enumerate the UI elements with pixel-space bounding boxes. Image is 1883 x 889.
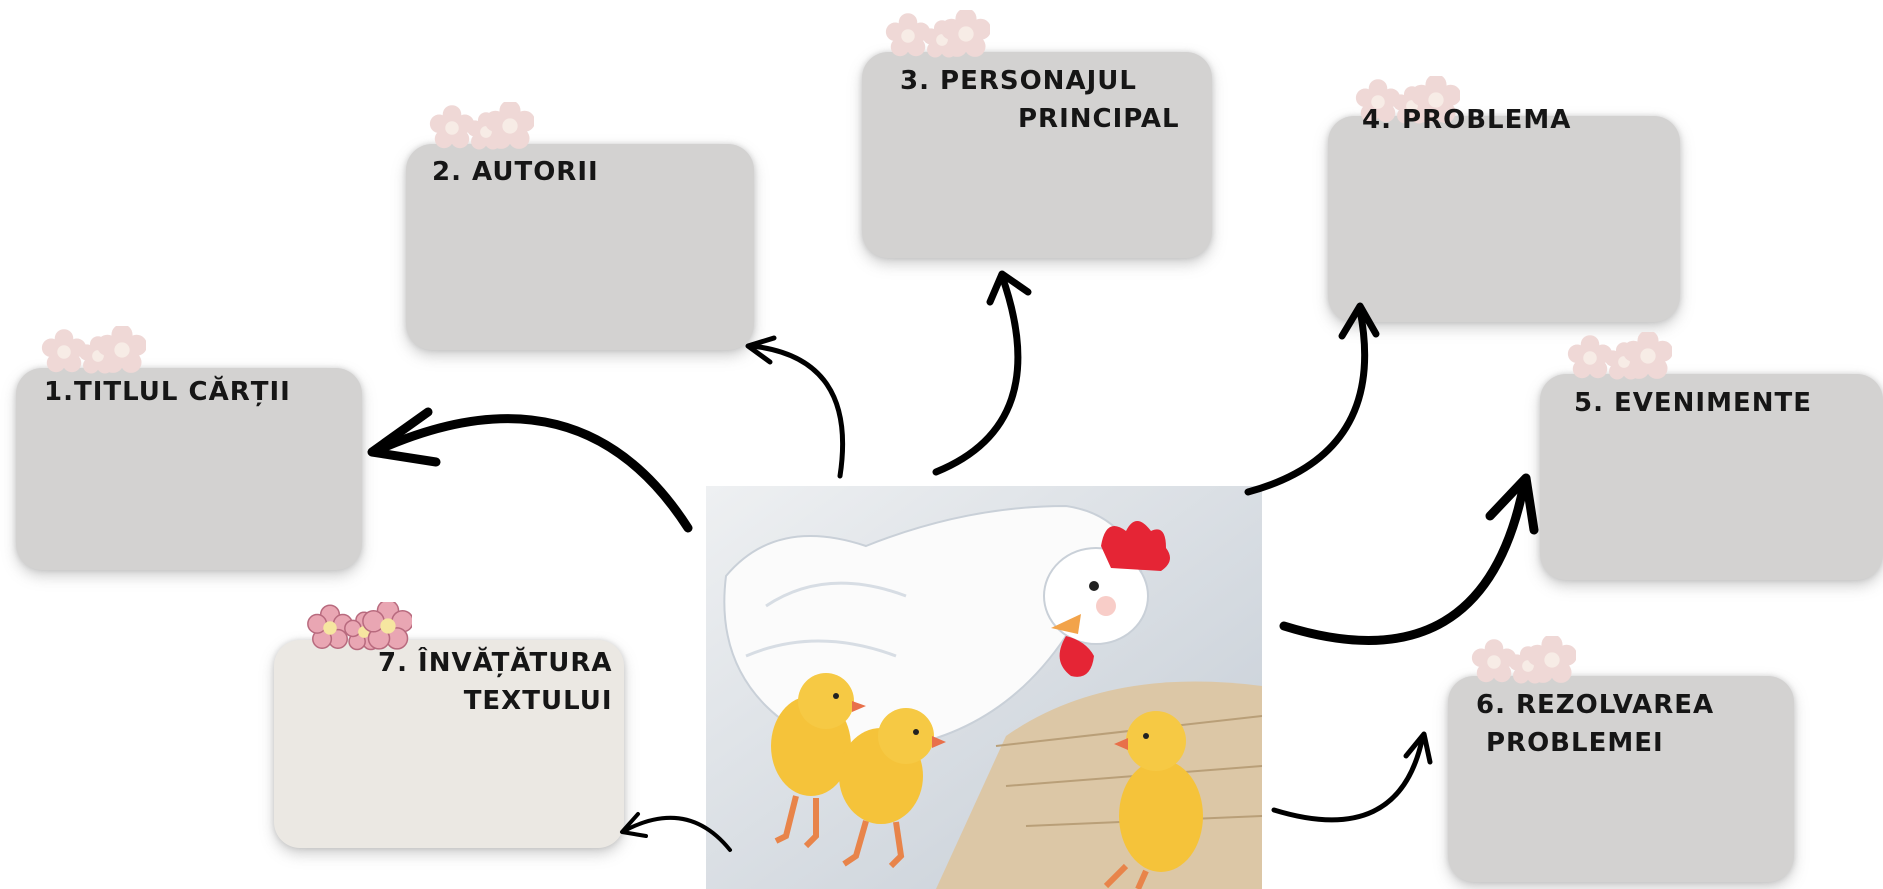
- arrow-to-evenimente: [1279, 479, 1529, 645]
- flower-decoration-icon: [1355, 76, 1460, 124]
- flower-decoration-icon: [429, 102, 534, 150]
- arrow-to-autorii: [749, 343, 846, 479]
- label-evenimente: 5. EVENIMENTE: [1574, 388, 1812, 418]
- box-evenimente: [1540, 374, 1883, 580]
- arrow-head: [986, 270, 1032, 306]
- arrow-head: [1485, 473, 1539, 535]
- label-titlul-cartii: 1.TITLUL CĂRȚII: [44, 377, 291, 407]
- box-problema: [1328, 116, 1680, 322]
- label-rezolvarea-problemei: 6. REZOLVAREA PROBLEMEI: [1476, 690, 1715, 758]
- flower-decoration-icon: [885, 10, 990, 58]
- arrow-to-rezolvarea-problemei: [1271, 737, 1425, 823]
- box-personajul-principal: [862, 52, 1212, 258]
- label-personajul-principal: 3. PERSONAJUL PRINCIPAL: [900, 66, 1180, 134]
- arrow-head: [620, 812, 648, 838]
- box-invatatura-textului: [274, 640, 624, 848]
- arrow-head: [745, 335, 777, 365]
- arrow-to-personajul-principal: [932, 272, 1022, 476]
- flower-decoration-icon: [41, 326, 146, 374]
- arrow-to-problema: [1244, 306, 1369, 496]
- flower-decoration-icon: [307, 602, 412, 651]
- arrow-head: [1403, 731, 1433, 765]
- arrow-head: [367, 407, 441, 467]
- hen-and-chicks-illustration: [706, 486, 1262, 889]
- box-rezolvarea-problemei: [1448, 676, 1794, 882]
- box-autorii: [406, 144, 754, 350]
- label-invatatura-textului: 7. ÎNVĂȚĂTURA TEXTULUI: [378, 648, 613, 716]
- label-autorii: 2. AUTORII: [432, 157, 599, 187]
- label-problema: 4. PROBLEMA: [1362, 105, 1572, 135]
- flower-decoration-icon: [1567, 332, 1672, 380]
- arrow-to-titlul-cartii: [373, 414, 693, 533]
- flower-decoration-icon: [1471, 636, 1576, 684]
- box-titlul-cartii: [16, 368, 362, 570]
